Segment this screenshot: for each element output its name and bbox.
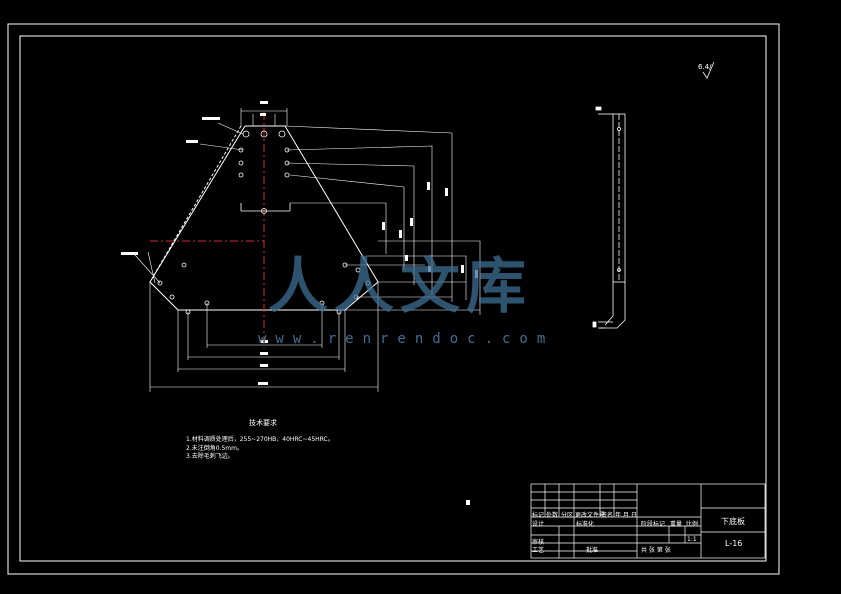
- tb-label-mark: 标记: [532, 512, 545, 519]
- tb-label-stage: 阶段标记: [641, 521, 666, 528]
- tb-label-signature: 签名: [601, 512, 614, 519]
- dimension-lines-right: [284, 125, 481, 315]
- tb-drawing-no: L-16: [725, 539, 743, 548]
- side-view: [592, 106, 626, 329]
- small-mark: [466, 500, 470, 505]
- roughness-symbol: [702, 61, 715, 79]
- note-line-3: 3.去除毛刺飞边。: [186, 453, 234, 460]
- tb-label-process: 工艺: [532, 547, 545, 554]
- dimension-lines-top: [240, 108, 288, 126]
- note-line-2: 2.未注倒角0.5mm。: [186, 445, 243, 452]
- tb-part-name: 下底板: [721, 517, 745, 526]
- title-block-grid: [530, 483, 766, 559]
- tb-label-change-doc: 更改文件号: [575, 512, 606, 519]
- tb-label-weight: 重量: [670, 521, 683, 528]
- tb-label-ratio: 比例: [686, 521, 699, 528]
- tb-label-review: 审核: [532, 539, 545, 546]
- tb-label-date: 年.月.日: [615, 512, 637, 519]
- note-line-1: 1.材料调质处理后，255~270HB，40HRC~45HRC。: [186, 436, 334, 443]
- tb-scale: 1:1: [687, 536, 697, 543]
- tb-label-standardize: 标准化: [576, 521, 595, 528]
- tb-label-zone: 分区: [561, 512, 574, 519]
- tb-sheet: 共 张 第 张: [641, 547, 671, 554]
- center-slot: [240, 203, 291, 212]
- watermark-brand: 人人文库: [268, 252, 532, 322]
- inner-frame: [19, 35, 767, 562]
- dimension-lines-bottom: [149, 282, 379, 392]
- outer-frame: [7, 23, 780, 575]
- notes-title: 技术要求: [249, 419, 277, 427]
- tb-label-approve: 批准: [586, 547, 599, 554]
- surface-symbol-label: 6.4/: [698, 63, 712, 71]
- holes: [157, 130, 371, 315]
- leader-lines: [134, 122, 244, 284]
- tb-label-count: 处数: [546, 512, 559, 519]
- center-lines: [150, 112, 265, 348]
- watermark-url: www.renrendoc.com: [258, 331, 555, 347]
- tb-label-design: 设计: [532, 521, 545, 528]
- dimension-figures: [121, 101, 478, 385]
